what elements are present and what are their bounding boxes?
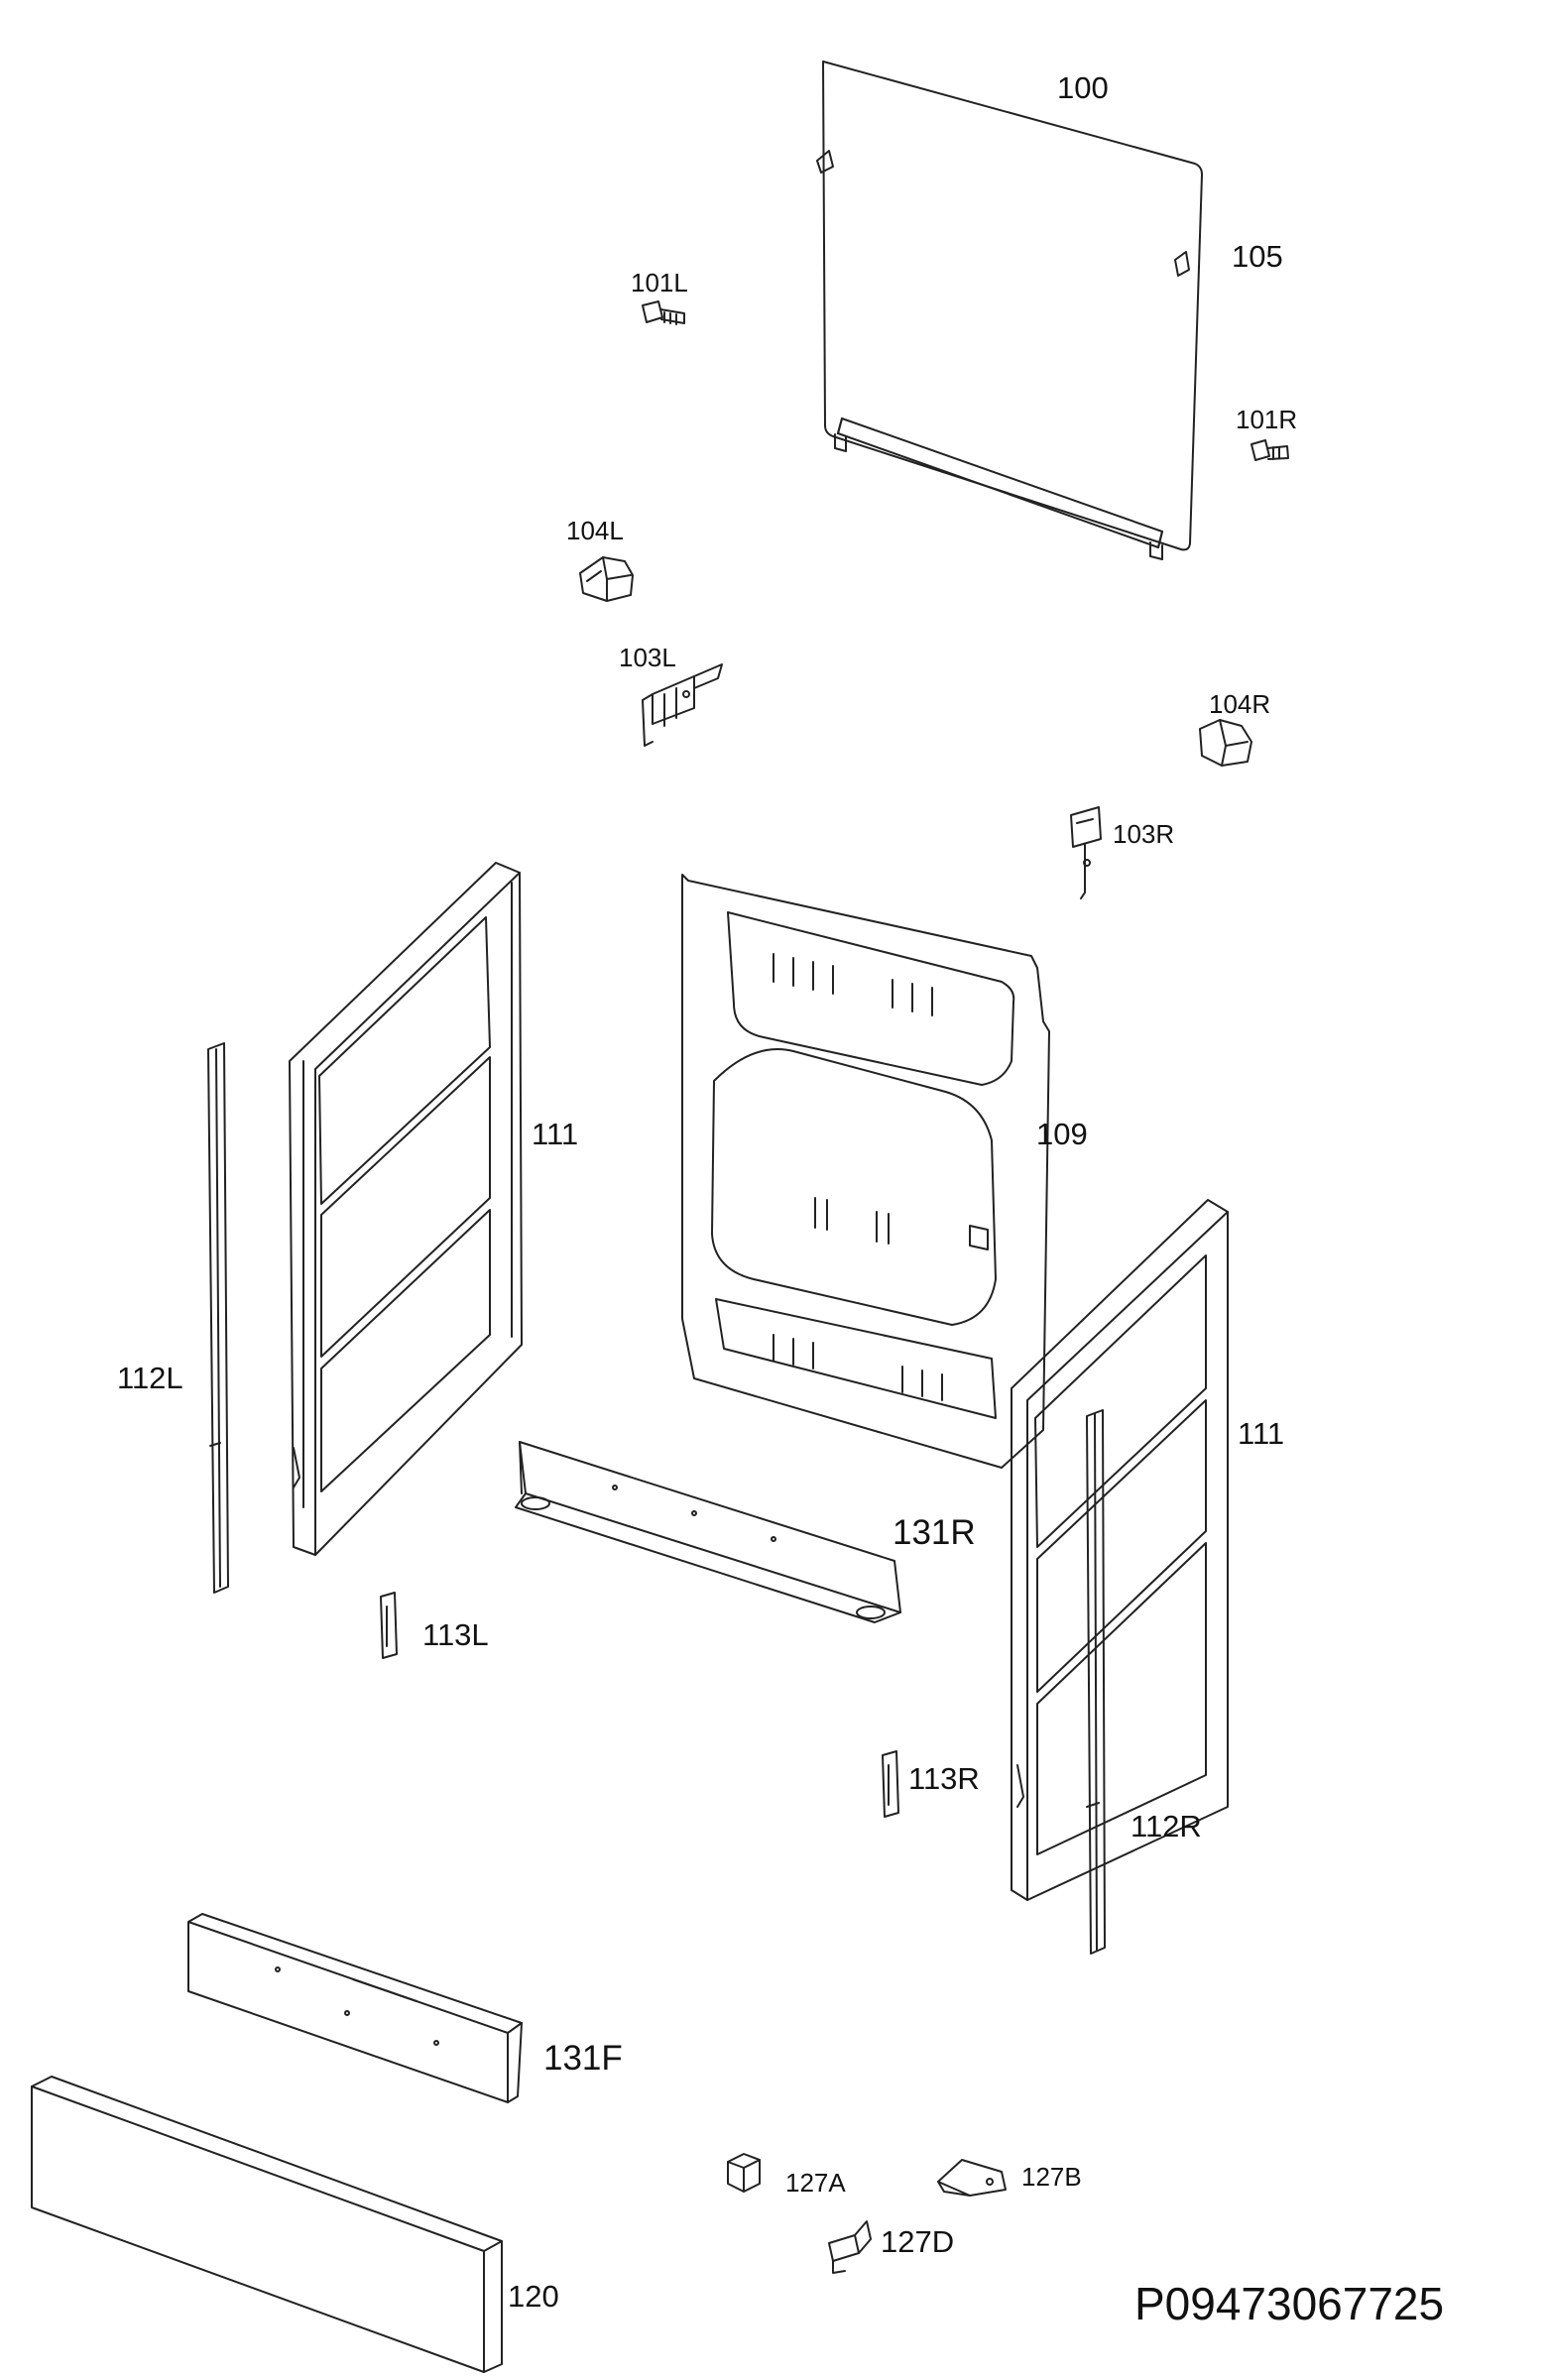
label-104R: 104R — [1209, 689, 1271, 719]
part-113L-clip — [380, 1592, 398, 1659]
part-101R-screw — [1250, 439, 1289, 461]
part-120-kick-panel — [31, 2076, 503, 2373]
label-111-right: 111 — [1238, 1416, 1285, 1451]
part-113R-clip — [882, 1750, 899, 1818]
part-111-right-side-frame — [1011, 1199, 1229, 1901]
part-103L-bracket — [642, 663, 723, 747]
label-103R: 103R — [1113, 819, 1175, 849]
part-100-back-panel — [816, 60, 1203, 560]
part-103R-bracket — [1070, 806, 1102, 899]
label-131R: 131R — [893, 1513, 976, 1552]
label-109: 109 — [1036, 1117, 1088, 1151]
part-112R-trim-strip — [1086, 1409, 1106, 1955]
part-127D-bracket — [828, 2220, 872, 2274]
part-127A-block — [727, 2153, 761, 2193]
drawing-code: P09473067725 — [1134, 2278, 1445, 2329]
label-127A: 127A — [785, 2168, 846, 2198]
label-131F: 131F — [543, 2039, 623, 2078]
label-113L: 113L — [422, 1617, 489, 1652]
part-111-left-side-frame — [289, 862, 523, 1556]
label-101R: 101R — [1236, 405, 1298, 434]
label-103L: 103L — [619, 643, 676, 672]
part-104R-block — [1199, 719, 1252, 767]
part-127B-bracket — [937, 2159, 1007, 2197]
label-104L: 104L — [566, 516, 624, 545]
label-127D: 127D — [881, 2224, 955, 2259]
label-112R: 112R — [1131, 1809, 1202, 1844]
part-104L-block — [579, 556, 634, 602]
part-112L-trim-strip — [207, 1042, 229, 1594]
part-131R-rail — [515, 1441, 901, 1623]
part-109-rear-wall — [681, 874, 1050, 1469]
label-105: 105 — [1232, 239, 1283, 274]
label-120: 120 — [508, 2279, 559, 2314]
label-113R: 113R — [908, 1761, 980, 1796]
label-101L: 101L — [631, 268, 688, 298]
label-100: 100 — [1057, 70, 1109, 105]
label-112L: 112L — [117, 1361, 183, 1395]
label-111-left: 111 — [532, 1117, 579, 1151]
part-101L-screw — [642, 300, 685, 325]
label-127B: 127B — [1021, 2162, 1082, 2192]
part-131F-front-rail — [187, 1913, 523, 2103]
